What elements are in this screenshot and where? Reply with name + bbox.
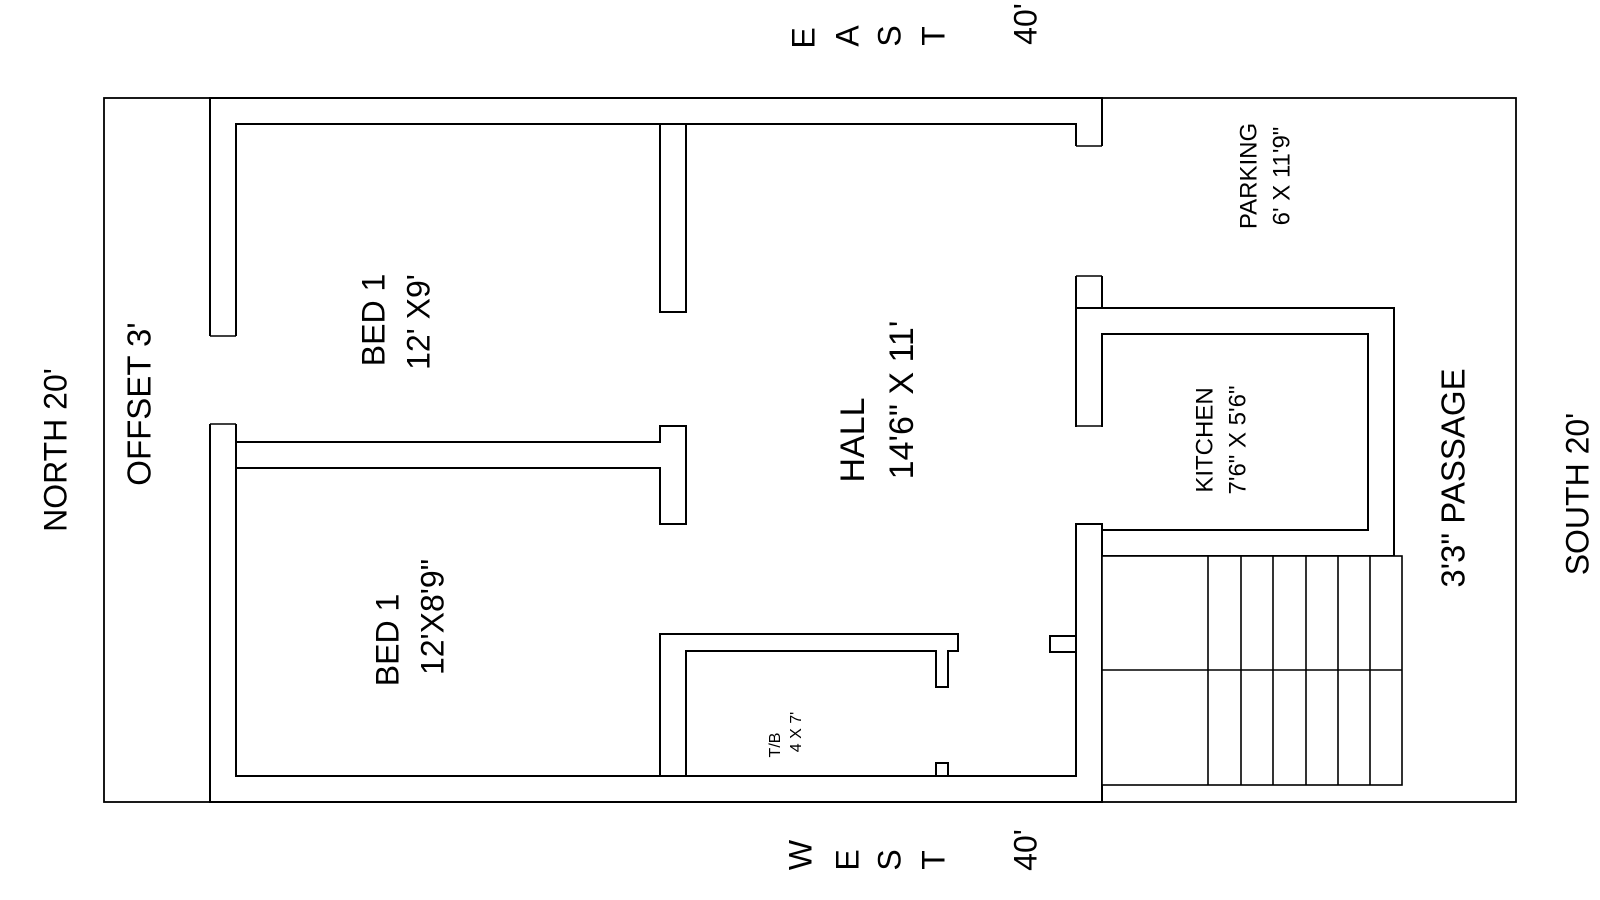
east-label: E A S T 40' [785, 3, 1043, 49]
stair-door-nib [1049, 635, 1077, 653]
kitchen-name: KITCHEN [1191, 387, 1218, 492]
south-label: SOUTH 20' [1559, 413, 1595, 576]
toilet-door-gap [937, 688, 947, 762]
east-letter: S [871, 25, 907, 46]
east-letter: A [829, 25, 865, 47]
hall-name: HALL [834, 397, 872, 482]
west-label: W E S T 40' [782, 829, 1043, 871]
toilet-enclosure [659, 633, 959, 777]
parking-name: PARKING [1235, 123, 1262, 229]
staircase [1101, 555, 1403, 786]
west-dimension: 40' [1007, 829, 1043, 871]
east-letter: T [915, 26, 951, 46]
toilet-door-nib [935, 762, 949, 777]
north-door-gap [209, 336, 237, 424]
passage-label: 3'3" PASSAGE [1435, 368, 1472, 587]
kitchen-door-gap [1075, 427, 1103, 523]
offset-label: OFFSET 3' [121, 322, 158, 485]
toilet-size: 4 X 7' [788, 712, 805, 752]
north-label: NORTH 20' [37, 368, 73, 532]
east-wall-gap [1075, 146, 1103, 276]
outer-wall [209, 97, 1103, 803]
parking-size: 6' X 11'9" [1268, 127, 1295, 226]
bed-top-hall-wall [659, 123, 687, 313]
bed-bottom-name: BED 1 [369, 594, 405, 686]
west-letter: E [829, 849, 865, 870]
bed-top-name: BED 1 [355, 274, 391, 366]
toilet-name: T/B [767, 733, 784, 758]
bedroom-partition [235, 424, 687, 525]
kitchen-size: 7'6" X 5'6" [1224, 386, 1251, 495]
bed-bottom-size: 12'X8'9" [414, 559, 450, 675]
west-letter: T [915, 850, 951, 870]
east-dimension: 40' [1007, 3, 1043, 45]
hall-size: 14'6" X 11' [883, 321, 921, 480]
east-letter: E [785, 27, 821, 48]
west-letter: S [871, 849, 907, 870]
bed-top-size: 12' X9' [400, 274, 436, 370]
west-letter: W [782, 839, 818, 870]
